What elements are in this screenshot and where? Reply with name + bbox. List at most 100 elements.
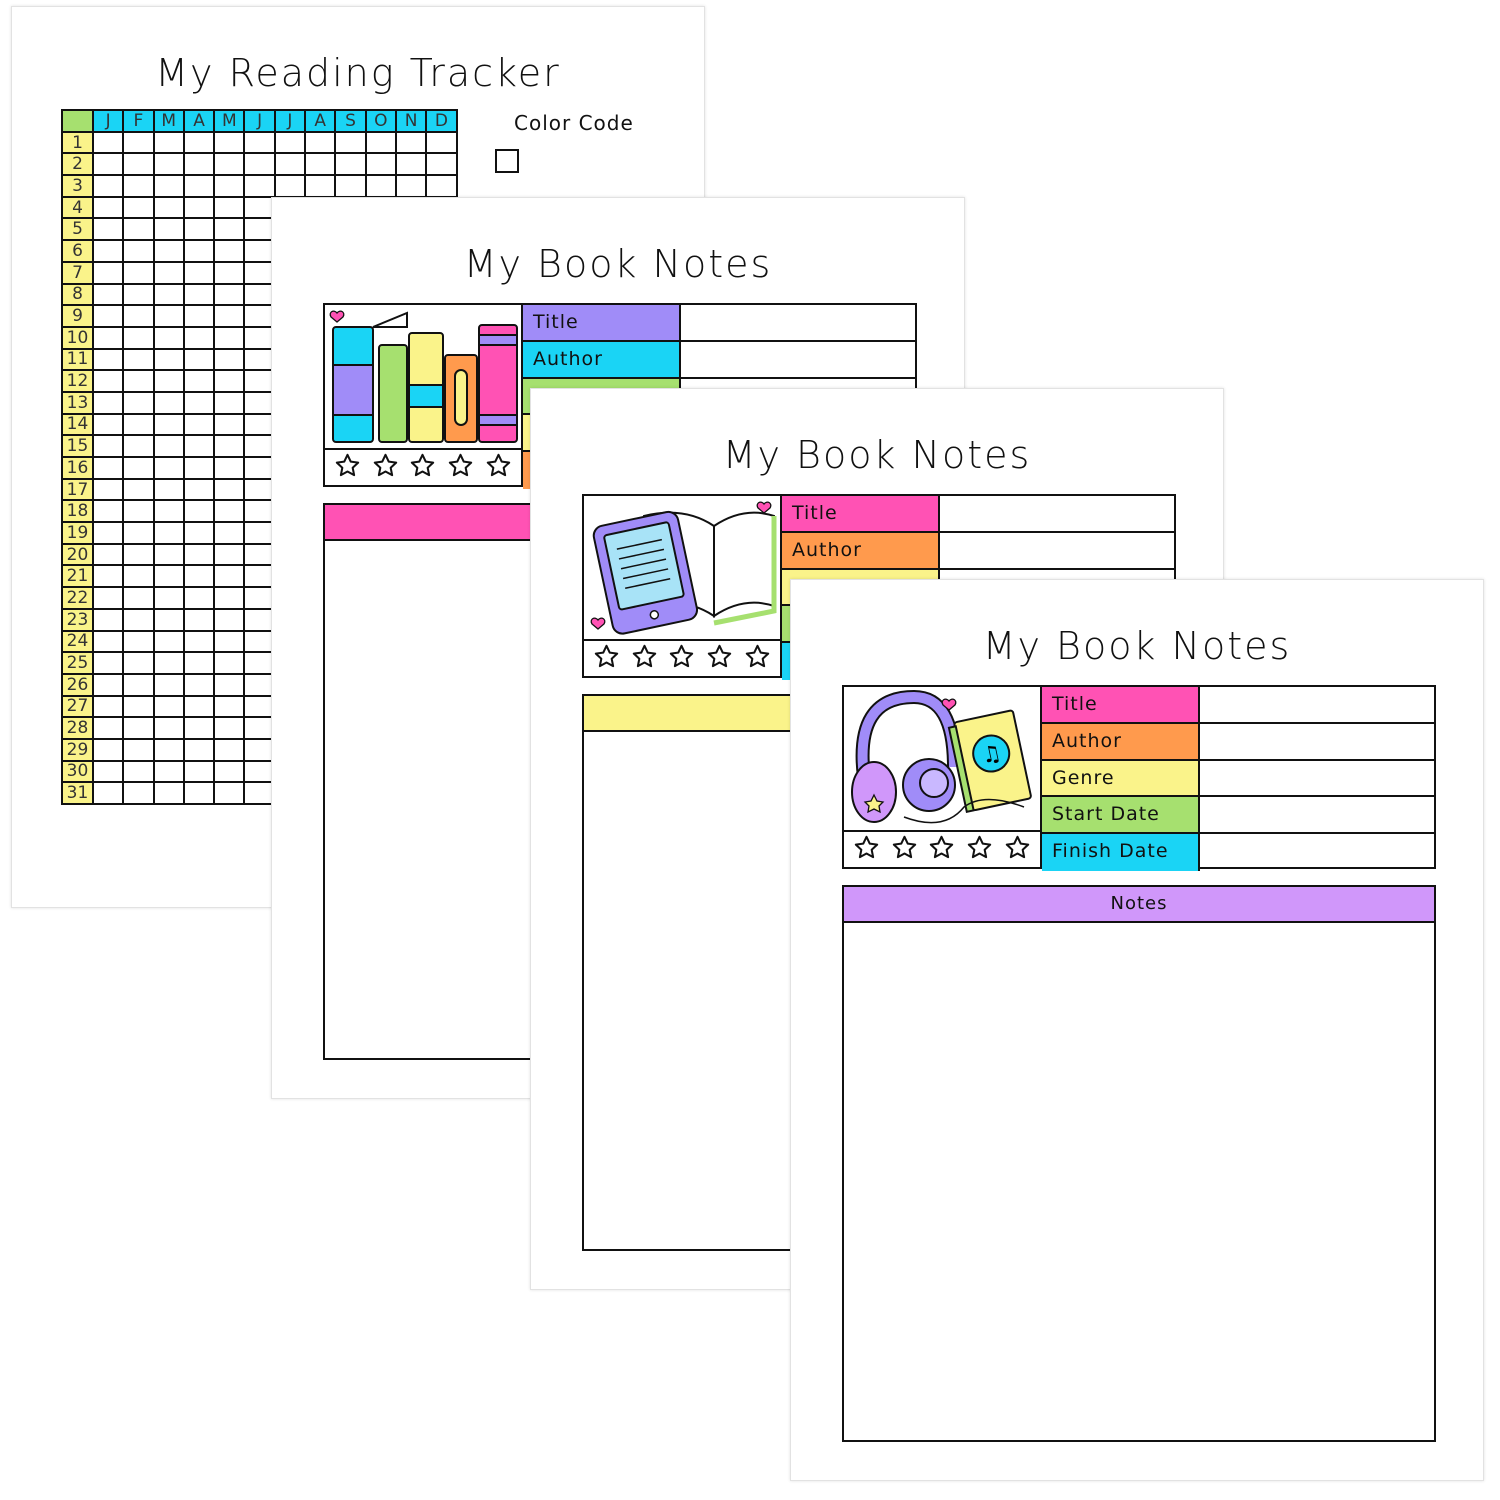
tracker-cell[interactable] xyxy=(182,651,216,675)
tracker-cell[interactable] xyxy=(91,195,125,220)
tracker-cell[interactable] xyxy=(91,174,125,198)
tracker-cell[interactable] xyxy=(182,130,216,155)
star-icon[interactable] xyxy=(372,452,399,483)
tracker-cell[interactable] xyxy=(122,781,155,805)
tracker-cell[interactable] xyxy=(152,195,185,220)
tracker-cell[interactable] xyxy=(152,347,185,372)
tracker-cell[interactable] xyxy=(152,737,185,762)
star-icon[interactable] xyxy=(966,834,993,865)
tracker-cell[interactable] xyxy=(213,325,246,350)
tracker-cell[interactable] xyxy=(152,651,185,675)
tracker-cell[interactable] xyxy=(152,239,185,263)
tracker-cell[interactable] xyxy=(182,434,216,458)
tracker-cell[interactable] xyxy=(122,434,155,458)
tracker-cell[interactable] xyxy=(152,716,185,740)
tracker-cell[interactable] xyxy=(152,434,185,458)
tracker-cell[interactable] xyxy=(213,239,246,263)
tracker-cell[interactable] xyxy=(213,651,246,675)
tracker-cell[interactable] xyxy=(213,499,246,524)
tracker-cell[interactable] xyxy=(91,716,125,740)
tracker-cell[interactable] xyxy=(152,499,185,524)
tracker-cell[interactable] xyxy=(394,152,428,177)
tracker-cell[interactable] xyxy=(91,390,125,415)
tracker-cell[interactable] xyxy=(91,260,125,285)
tracker-cell[interactable] xyxy=(152,217,185,242)
tracker-cell[interactable] xyxy=(91,477,125,502)
tracker-cell[interactable] xyxy=(122,737,155,762)
tracker-cell[interactable] xyxy=(122,260,155,285)
tracker-cell[interactable] xyxy=(91,130,125,155)
tracker-cell[interactable] xyxy=(213,737,246,762)
tracker-cell[interactable] xyxy=(334,174,367,198)
tracker-cell[interactable] xyxy=(91,629,125,654)
tracker-cell[interactable] xyxy=(152,390,185,415)
tracker-cell[interactable] xyxy=(213,282,246,307)
tracker-cell[interactable] xyxy=(334,130,367,155)
field-value-input[interactable] xyxy=(1200,834,1434,871)
tracker-cell[interactable] xyxy=(182,260,216,285)
star-icon[interactable] xyxy=(744,643,771,674)
tracker-cell[interactable] xyxy=(364,174,397,198)
tracker-cell[interactable] xyxy=(213,781,246,805)
tracker-cell[interactable] xyxy=(122,759,155,784)
tracker-cell[interactable] xyxy=(152,477,185,502)
tracker-cell[interactable] xyxy=(91,499,125,524)
tracker-cell[interactable] xyxy=(213,217,246,242)
tracker-cell[interactable] xyxy=(182,759,216,784)
star-icon[interactable] xyxy=(334,452,361,483)
star-rating[interactable] xyxy=(844,832,1042,867)
color-code-checkbox[interactable] xyxy=(495,149,519,173)
tracker-cell[interactable] xyxy=(213,174,246,198)
star-rating[interactable] xyxy=(584,641,782,676)
tracker-cell[interactable] xyxy=(152,369,185,393)
tracker-cell[interactable] xyxy=(122,694,155,719)
tracker-cell[interactable] xyxy=(152,521,185,545)
tracker-cell[interactable] xyxy=(91,412,125,437)
tracker-cell[interactable] xyxy=(122,456,155,480)
tracker-cell[interactable] xyxy=(182,347,216,372)
tracker-cell[interactable] xyxy=(122,304,155,328)
tracker-cell[interactable] xyxy=(213,304,246,328)
field-value-input[interactable] xyxy=(940,533,1174,568)
tracker-cell[interactable] xyxy=(213,607,246,632)
star-icon[interactable] xyxy=(928,834,955,865)
field-value-input[interactable] xyxy=(1200,724,1434,759)
tracker-cell[interactable] xyxy=(182,694,216,719)
tracker-cell[interactable] xyxy=(91,325,125,350)
tracker-cell[interactable] xyxy=(182,586,216,610)
tracker-cell[interactable] xyxy=(152,629,185,654)
tracker-cell[interactable] xyxy=(91,607,125,632)
tracker-cell[interactable] xyxy=(182,542,216,567)
tracker-cell[interactable] xyxy=(182,195,216,220)
tracker-cell[interactable] xyxy=(91,217,125,242)
star-icon[interactable] xyxy=(853,834,880,865)
tracker-cell[interactable] xyxy=(425,174,458,198)
tracker-cell[interactable] xyxy=(213,369,246,393)
tracker-cell[interactable] xyxy=(152,152,185,177)
tracker-cell[interactable] xyxy=(152,412,185,437)
tracker-cell[interactable] xyxy=(213,412,246,437)
tracker-cell[interactable] xyxy=(182,499,216,524)
tracker-cell[interactable] xyxy=(182,477,216,502)
tracker-cell[interactable] xyxy=(91,542,125,567)
tracker-cell[interactable] xyxy=(122,477,155,502)
tracker-cell[interactable] xyxy=(304,174,337,198)
tracker-cell[interactable] xyxy=(182,239,216,263)
tracker-cell[interactable] xyxy=(213,629,246,654)
tracker-cell[interactable] xyxy=(122,217,155,242)
tracker-cell[interactable] xyxy=(182,325,216,350)
tracker-cell[interactable] xyxy=(182,737,216,762)
tracker-cell[interactable] xyxy=(243,152,276,177)
tracker-cell[interactable] xyxy=(273,174,307,198)
tracker-cell[interactable] xyxy=(91,651,125,675)
tracker-cell[interactable] xyxy=(182,521,216,545)
tracker-cell[interactable] xyxy=(91,586,125,610)
tracker-cell[interactable] xyxy=(122,564,155,589)
tracker-cell[interactable] xyxy=(182,607,216,632)
tracker-cell[interactable] xyxy=(152,260,185,285)
tracker-cell[interactable] xyxy=(394,174,428,198)
tracker-cell[interactable] xyxy=(122,499,155,524)
star-icon[interactable] xyxy=(631,643,658,674)
tracker-cell[interactable] xyxy=(91,737,125,762)
tracker-cell[interactable] xyxy=(182,564,216,589)
